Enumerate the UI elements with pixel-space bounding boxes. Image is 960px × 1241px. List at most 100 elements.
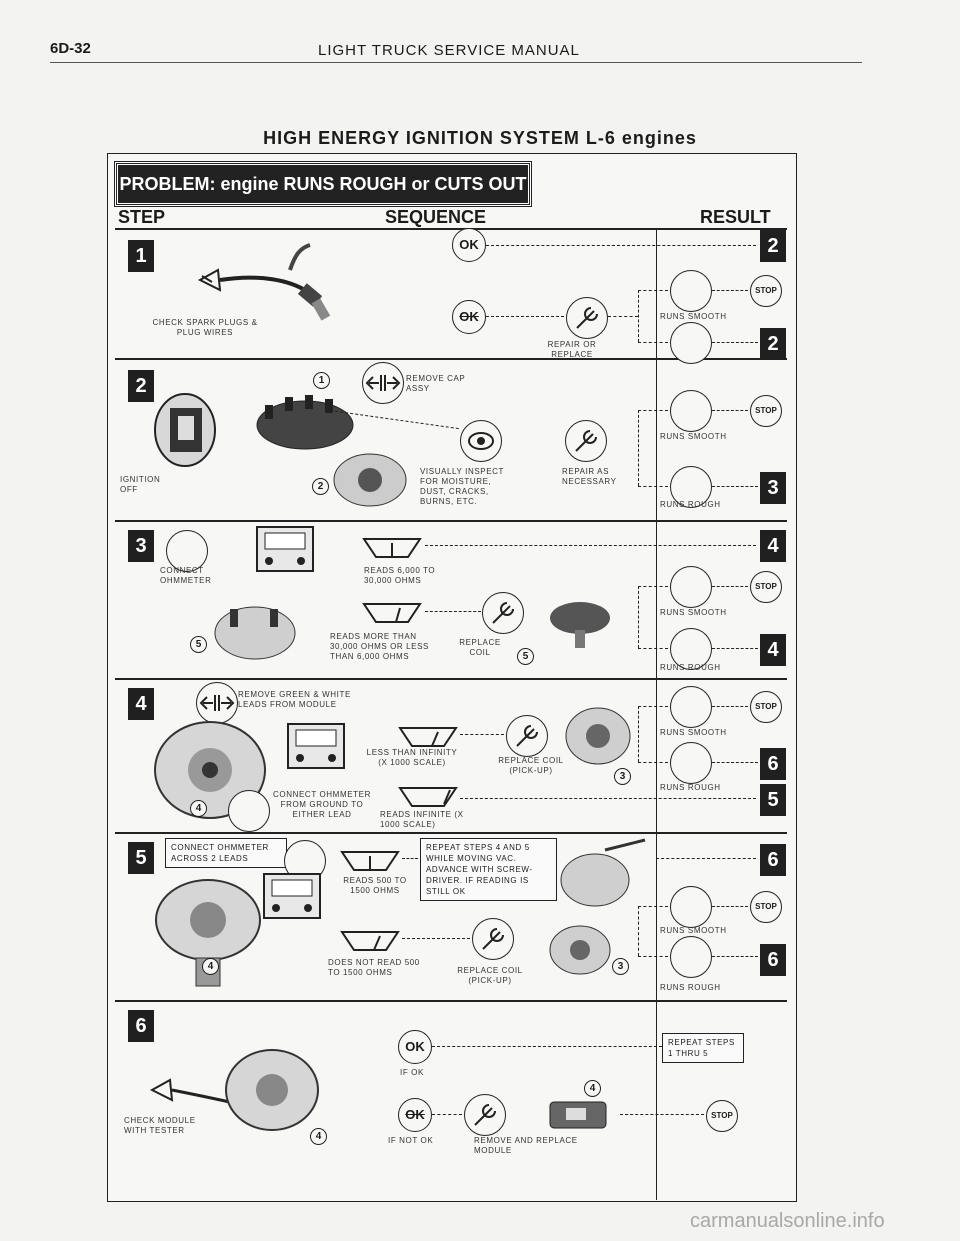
branch-line: [638, 706, 639, 762]
not-ok-icon: OK: [398, 1098, 432, 1132]
ohmmeter-illustration: [263, 873, 321, 919]
does-not-read-label: DOES NOT READ 500 TO 1500 OHMS: [328, 958, 420, 977]
remove-cap-label: REMOVE CAP ASSY: [406, 374, 466, 393]
branch-line: [638, 906, 639, 956]
flow-line: [712, 706, 748, 707]
ignition-switch-illustration: [154, 393, 216, 467]
meter-reading-ok-icon: [340, 851, 400, 871]
runs-rough-label: RUNS ROUGH: [660, 783, 721, 792]
callout-4: 4: [310, 1128, 327, 1145]
distributor-cap-illustration: [256, 395, 354, 450]
runs-smooth-icon: [670, 686, 712, 728]
ignition-off-label: IGNITION OFF: [120, 475, 161, 494]
check-module-label: CHECK MODULE WITH TESTER: [124, 1116, 196, 1135]
wrench-icon: [565, 420, 607, 462]
flow-line: [712, 906, 748, 907]
distributor-wired-illustration: [155, 879, 261, 987]
less-than-infinity-label: LESS THAN INFINITY (X 1000 SCALE): [366, 748, 458, 767]
check-spark-plugs-label: CHECK SPARK PLUGS & PLUG WIRES: [152, 318, 258, 337]
meter-reading-ok-icon: [362, 538, 422, 558]
branch-line: [638, 290, 639, 342]
row-separator: [115, 832, 787, 834]
row-separator: [115, 1000, 787, 1002]
header-rule: [50, 62, 862, 63]
flow-line: [432, 1046, 662, 1047]
module-tester-illustration: [149, 1049, 319, 1131]
flow-line: [638, 586, 668, 587]
wrench-icon: [472, 918, 514, 960]
callout-5: 5: [190, 636, 207, 653]
inspect-eye-icon: [460, 420, 502, 462]
goto-step-2-badge: 2: [760, 230, 786, 262]
flow-line: [638, 486, 668, 487]
reads-6000-30000-label: READS 6,000 TO 30,000 OHMS: [364, 566, 436, 585]
module-illustration: [549, 1101, 607, 1129]
page-number: 6D-32: [50, 40, 91, 57]
flow-line: [712, 762, 758, 763]
flow-line: [402, 938, 470, 939]
flow-line: [638, 762, 668, 763]
flow-line: [656, 858, 756, 859]
reads-out-of-range-label: READS MORE THAN 30,000 OHMS OR LESS THAN…: [330, 632, 429, 661]
flow-line: [712, 410, 748, 411]
meter-reading-bad-icon: [398, 727, 458, 747]
goto-step-4-badge: 4: [760, 530, 786, 562]
remove-leads-label: REMOVE GREEN & WHITE LEADS FROM MODULE: [238, 690, 351, 709]
row-separator: [115, 358, 787, 360]
runs-rough-icon: [670, 628, 712, 670]
step-2-badge: 2: [128, 370, 154, 402]
result-divider: [656, 230, 657, 1200]
runs-smooth-icon: [670, 390, 712, 432]
goto-step-6-badge: 6: [760, 844, 786, 876]
flow-line: [712, 586, 748, 587]
runs-smooth-label: RUNS SMOOTH: [660, 728, 727, 737]
flow-line: [432, 1114, 462, 1115]
flow-line: [638, 410, 668, 411]
callout-3: 3: [612, 958, 629, 975]
flow-line: [712, 486, 758, 487]
runs-rough-icon: [670, 742, 712, 784]
stop-icon: STOP: [750, 891, 782, 923]
flow-line: [486, 316, 564, 317]
replace-pickup-coil-label: REPLACE COIL (PICK-UP): [457, 966, 523, 985]
wrench-icon: [566, 297, 608, 339]
flow-line: [620, 1114, 704, 1115]
reads-infinite-label: READS INFINITE (X 1000 SCALE): [380, 810, 464, 829]
ohmmeter-illustration: [256, 526, 314, 572]
not-ok-icon: OK: [452, 300, 486, 334]
if-not-ok-label: IF NOT OK: [388, 1136, 434, 1145]
runs-rough-icon: [670, 936, 712, 978]
reads-500-1500-label: READS 500 TO 1500 OHMS: [343, 876, 407, 895]
if-ok-label: IF OK: [400, 1068, 424, 1077]
step-6-badge: 6: [128, 1010, 154, 1042]
ohmmeter-connect-icon: [228, 790, 270, 832]
runs-smooth-icon: [670, 270, 712, 312]
branch-line: [638, 586, 639, 648]
stop-icon: STOP: [750, 691, 782, 723]
goto-step-3-badge: 3: [760, 472, 786, 504]
flow-line: [486, 245, 756, 246]
repair-as-necessary-label: REPAIR AS NECESSARY: [562, 467, 617, 486]
runs-smooth-icon: [670, 886, 712, 928]
runs-smooth-label: RUNS SMOOTH: [660, 432, 727, 441]
watermark: carmanualsonline.info: [690, 1210, 885, 1232]
spark-plug-illustration: [197, 243, 331, 321]
callout-4: 4: [190, 800, 207, 817]
runs-smooth-label: RUNS SMOOTH: [660, 312, 727, 321]
callout-2: 2: [312, 478, 329, 495]
repair-or-replace-label: REPAIR OR REPLACE: [547, 340, 597, 359]
column-step: STEP: [118, 207, 166, 227]
diagnosis-title: HIGH ENERGY IGNITION SYSTEM L-6 engines: [263, 128, 697, 148]
row-separator: [115, 678, 787, 680]
distributor-illustration: [550, 602, 610, 648]
ok-icon: OK: [452, 228, 486, 262]
flow-line: [638, 648, 668, 649]
column-result: RESULT: [700, 207, 771, 227]
runs-smooth-label: RUNS SMOOTH: [660, 608, 727, 617]
callout-1: 1: [313, 372, 330, 389]
meter-reading-infinite-icon: [398, 787, 458, 807]
flow-line: [712, 648, 758, 649]
flow-line: [712, 956, 758, 957]
ok-icon: OK: [398, 1030, 432, 1064]
flow-line: [638, 290, 668, 291]
